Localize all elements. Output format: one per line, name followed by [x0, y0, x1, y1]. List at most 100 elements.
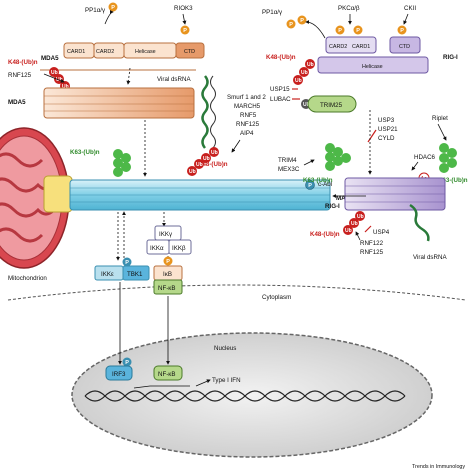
- c-abl-label: c-Abl: [318, 181, 332, 188]
- viral-dsrna-bottom-label: Viral dsRNA: [413, 254, 447, 261]
- svg-text:Ub: Ub: [351, 221, 358, 227]
- svg-text:Ub: Ub: [203, 156, 210, 162]
- irf3-box: P: [105, 357, 133, 381]
- rnf125-label: RNF125: [236, 121, 260, 128]
- trim25-label: TRIM25: [320, 102, 343, 109]
- rig-i-filament: [344, 177, 446, 211]
- ckii-label: CKII: [404, 5, 416, 12]
- svg-text:P: P: [400, 28, 404, 34]
- mavs-phospho: P: [305, 180, 315, 190]
- pp1-left-label: PP1α/γ: [85, 7, 106, 14]
- cytoplasm-label: Cytoplasm: [262, 294, 291, 301]
- svg-text:P: P: [125, 260, 129, 266]
- aip4-label: AIP4: [240, 130, 254, 137]
- k48-rig-label: K48-(Ub)n: [266, 54, 296, 61]
- tbk1-complex: P: [94, 257, 150, 281]
- svg-text:Ub: Ub: [301, 70, 308, 76]
- k63-ub-chain-rig: [325, 143, 351, 171]
- rnf125-rig-label: RNF125: [360, 249, 384, 256]
- ikk-beta-label: IKKβ: [172, 245, 186, 252]
- usp15-label: USP15: [270, 86, 290, 93]
- irf3-label: IRF3: [112, 371, 126, 378]
- smurf-label: Smurf 1 and 2: [227, 94, 266, 101]
- svg-text:P: P: [300, 18, 304, 24]
- svg-text:Ub: Ub: [51, 70, 58, 76]
- hdac6-label: HDAC6: [414, 154, 436, 161]
- svg-text:P: P: [338, 28, 342, 34]
- mda5-card1: CARD1: [67, 49, 85, 55]
- trim4-label: TRIM4: [278, 157, 297, 164]
- rig-card2: CARD2: [329, 44, 347, 50]
- rig-helicase: Helicase: [362, 64, 383, 70]
- cyld-label: CYLD: [378, 135, 395, 142]
- rnf122-label: RNF122: [360, 240, 384, 247]
- viral-dsrna-top: [201, 75, 209, 149]
- ikb-label: IκB: [163, 271, 172, 278]
- mda5-helicase: Helicase: [135, 49, 156, 55]
- k48-rig-low-label: K48-(Ub)n: [310, 231, 340, 238]
- riok3-label: RIOK3: [174, 5, 193, 12]
- nfkb-nuc-label: NF-κB: [158, 371, 176, 378]
- mda5-filament: [43, 87, 195, 119]
- trim25: [307, 95, 357, 113]
- k63-rig-label: K63-(Ub)n: [303, 177, 333, 184]
- k63-ub-chain-mavs: [113, 149, 131, 177]
- mitochondrion: [0, 127, 70, 269]
- svg-text:P: P: [125, 360, 129, 366]
- mda5-top-label: MDA5: [41, 55, 59, 62]
- viral-dsrna-bottom: [409, 203, 430, 242]
- mex3c-label: MEX3C: [278, 166, 300, 173]
- rnf125-mda5-label: RNF125: [8, 72, 32, 79]
- mda5-domains: [63, 42, 205, 59]
- pkc-label: PKCα/β: [338, 5, 360, 12]
- k48-mda5-label: K48-(Ub)n: [8, 59, 38, 66]
- svg-text:Ub: Ub: [307, 62, 314, 68]
- mda5-ctd-p: P: [180, 25, 190, 35]
- svg-text:Ub: Ub: [62, 84, 69, 90]
- pp1-right-label: PP1α/γ: [262, 9, 283, 16]
- svg-text:P: P: [289, 22, 293, 28]
- k63-right-label: K63-(Ub)n: [438, 177, 468, 184]
- ikk-gamma-label: IKKγ: [159, 231, 173, 238]
- riplet-label: Riplet: [432, 115, 448, 122]
- viral-dsrna-top-label: Viral dsRNA: [157, 76, 191, 83]
- mitochondrion-label: Mitochondrion: [8, 275, 47, 282]
- mda5-ctd: CTD: [184, 49, 195, 55]
- mda5-card-p: P: [108, 2, 118, 12]
- usp4-label: USP4: [373, 229, 390, 236]
- k63-ub-chain-right: [439, 143, 457, 173]
- rig-domains: [317, 36, 429, 74]
- usp3-label: USP3: [378, 117, 395, 124]
- svg-text:Ub: Ub: [345, 228, 352, 234]
- usp21-label: USP21: [378, 126, 398, 133]
- rig-ctd: CTD: [399, 44, 410, 50]
- rig-card1: CARD1: [352, 44, 370, 50]
- mda5-card2: CARD2: [96, 49, 114, 55]
- mda5-mid-label: MDA5: [8, 99, 26, 106]
- svg-text:P: P: [183, 28, 187, 34]
- svg-text:Ub: Ub: [295, 78, 302, 84]
- march5-label: MARCH5: [234, 103, 261, 110]
- type1-ifn-label: Type I IFN: [212, 377, 241, 384]
- mito-membrane: [43, 175, 73, 213]
- svg-text:P: P: [111, 5, 115, 11]
- nfkb-cyto-label: NF-κB: [158, 285, 176, 292]
- rnf5-label: RNF5: [240, 112, 257, 119]
- svg-text:Ub: Ub: [303, 102, 310, 108]
- credit-label: Trends in Immunology: [412, 464, 465, 470]
- svg-text:Ub: Ub: [211, 150, 218, 156]
- ikk-complex: [146, 225, 192, 255]
- svg-text:Ub: Ub: [196, 162, 203, 168]
- ikk-alpha-label: IKKα: [150, 245, 164, 252]
- cytoplasm-boundary: [7, 284, 467, 301]
- rig-p-left: P P: [286, 15, 307, 29]
- k63-mavs-label: K63-(Ub)n: [70, 149, 100, 156]
- rig-i-top-label: RIG-I: [443, 54, 458, 61]
- ikk-eps-label: IKKε: [101, 271, 114, 278]
- nucleus: [71, 332, 433, 458]
- svg-text:P: P: [356, 28, 360, 34]
- ikb-nfkb: P: [153, 256, 183, 295]
